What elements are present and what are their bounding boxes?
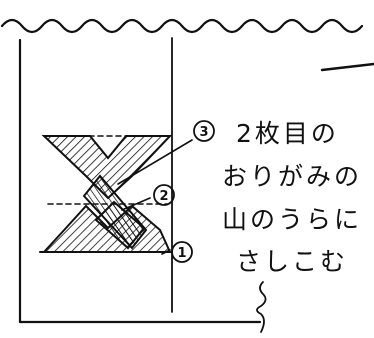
brace-mark xyxy=(256,281,267,333)
svg-text:3: 3 xyxy=(199,125,208,140)
note-line-1: 2枚目の xyxy=(236,119,339,148)
leader-line-1 xyxy=(161,249,171,255)
leader-line-3 xyxy=(117,139,193,185)
note-line-4: さしこむ xyxy=(236,247,349,276)
step-marker-2: 2 xyxy=(153,184,175,206)
top-right-line xyxy=(320,62,374,72)
leader-line-2 xyxy=(121,197,151,211)
svg-text:1: 1 xyxy=(177,246,186,261)
wavy-top-edge xyxy=(0,18,364,34)
step-marker-3: 3 xyxy=(193,120,215,142)
inserted-piece-2 xyxy=(94,200,146,250)
note-line-2: おりがみの xyxy=(222,162,363,191)
svg-text:2: 2 xyxy=(159,189,168,204)
step-marker-1: 1 xyxy=(171,241,193,263)
note-line-3: 山のうらに xyxy=(222,205,363,234)
